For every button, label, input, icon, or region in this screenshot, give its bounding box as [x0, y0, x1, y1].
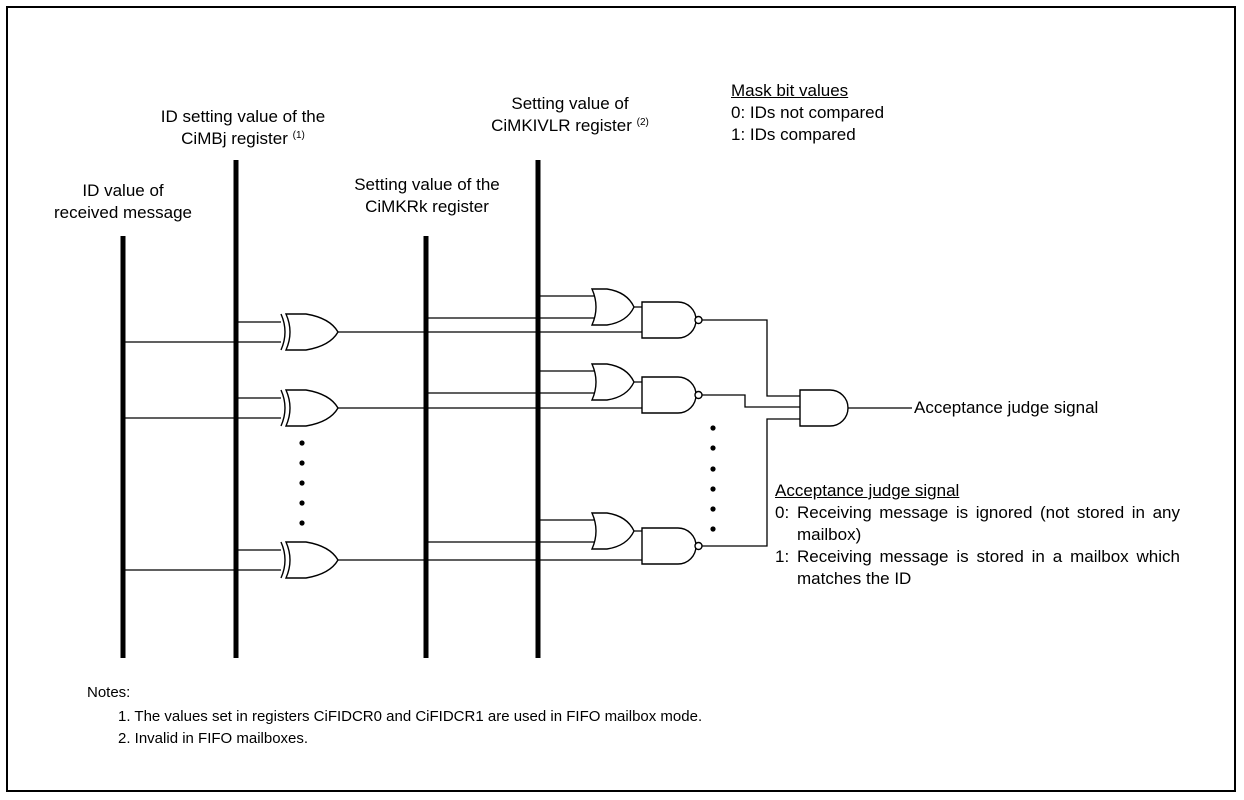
- and-gate-final: [799, 389, 849, 427]
- or-gate-1: [590, 288, 635, 326]
- nand-gate-1: [641, 301, 703, 339]
- acceptance-legend-item: 0: Receiving message is ignored (not sto…: [775, 503, 1180, 544]
- note-ref-2: (2): [636, 117, 649, 128]
- mask-legend-title: Mask bit values: [731, 81, 849, 100]
- nand-gate-2: [641, 376, 703, 414]
- xor-gate-3: [280, 541, 339, 579]
- acceptance-legend-title: Acceptance judge signal: [775, 481, 960, 500]
- note-ref-1: (1): [292, 130, 305, 141]
- diagram-frame: [6, 6, 1236, 792]
- notes-title: Notes:: [87, 684, 131, 701]
- label-setting-cimkrk: Setting value of the CiMKRk register: [354, 175, 500, 216]
- note-item-1: 1. The values set in registers CiFIDCR0 …: [118, 708, 703, 725]
- gates: [280, 288, 849, 579]
- acceptance-legend: Acceptance judge signal 0: Receiving mes…: [775, 480, 1180, 590]
- or-gate-2: [590, 363, 635, 401]
- ellipsis-dots: [299, 425, 716, 532]
- label-id-received: ID value of received message: [54, 181, 192, 222]
- label-id-setting-cimbj: ID setting value of the CiMBj register (…: [160, 107, 326, 148]
- mask-legend-item: 0: IDs not compared: [731, 103, 885, 122]
- mask-legend-item: 1: IDs compared: [731, 125, 856, 144]
- wires: [123, 295, 912, 571]
- nand-gate-3: [641, 527, 703, 565]
- note-item-2: 2. Invalid in FIFO mailboxes.: [118, 730, 309, 747]
- buses: [120, 160, 541, 658]
- or-gate-3: [590, 512, 635, 550]
- acceptance-legend-item: 1: Receiving message is stored in a mail…: [775, 547, 1180, 588]
- xor-gate-1: [280, 313, 339, 351]
- output-label: Acceptance judge signal: [914, 398, 1099, 417]
- label-setting-cimkivlr: Setting value of CiMKIVLR register (2): [491, 94, 649, 135]
- xor-gate-2: [280, 389, 339, 427]
- mask-bit-legend: Mask bit values 0: IDs not compared 1: I…: [731, 80, 884, 146]
